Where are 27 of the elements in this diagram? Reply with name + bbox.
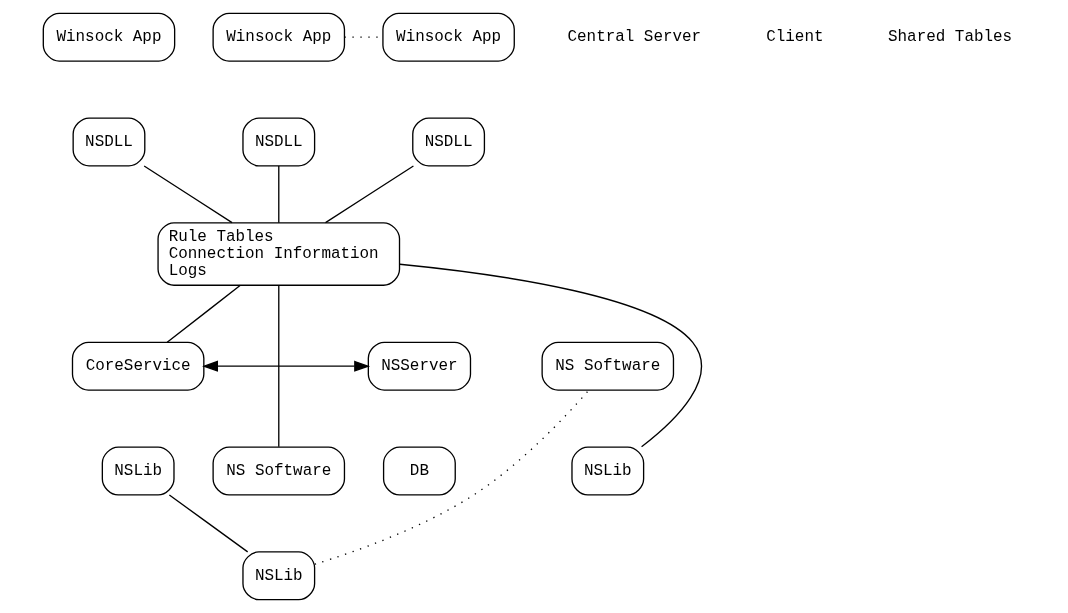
label: Central Server (567, 28, 701, 47)
node-box: Winsock App (381, 12, 515, 62)
connector (277, 165, 279, 224)
node-box: DB (382, 446, 456, 496)
node-box: NSDLL (72, 117, 145, 167)
node-box: NSLib (241, 551, 315, 601)
node-box: NSServer (367, 341, 471, 391)
node-box: NS Software (540, 341, 674, 391)
node-box: Rule Tables Connection Information Logs (156, 222, 400, 286)
node-box: NS Software (211, 446, 345, 496)
connector (168, 494, 248, 553)
node-box: NSDLL (411, 117, 485, 167)
node-box: NSLib (570, 446, 644, 496)
connector (143, 165, 233, 224)
node-box: CoreService (71, 341, 204, 391)
label: Client (765, 28, 823, 47)
node-box: Winsock App (211, 12, 345, 62)
node-box: Winsock App (42, 12, 175, 62)
connector (313, 389, 589, 565)
connector (398, 263, 702, 448)
label: Shared Tables (887, 28, 1012, 47)
node-box: NSLib (101, 446, 175, 496)
connector (324, 165, 414, 224)
arrow (201, 360, 370, 372)
connector (166, 284, 241, 343)
connector (277, 285, 279, 448)
node-box: NSDLL (241, 117, 315, 167)
